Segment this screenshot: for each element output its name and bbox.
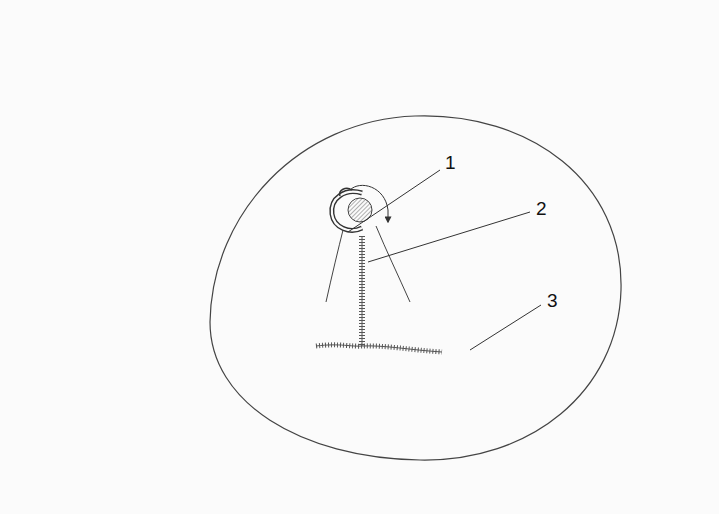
leader-line (348, 170, 440, 232)
suture-line (362, 236, 363, 346)
flare-line (326, 226, 344, 302)
suture-stitches (359, 236, 365, 346)
callout-number: 3 (545, 290, 560, 311)
hook-ring-inner (332, 192, 362, 231)
callout-number: 1 (443, 152, 458, 173)
leader-line (368, 212, 530, 262)
suture-line (316, 345, 442, 352)
rotation-arrow (350, 185, 388, 222)
outer-outline (210, 116, 621, 460)
callout-number: 2 (534, 198, 549, 219)
suture-stitches (316, 345, 442, 352)
leader-line (470, 305, 541, 350)
hook-ring (332, 192, 362, 231)
flare-line (376, 226, 410, 302)
